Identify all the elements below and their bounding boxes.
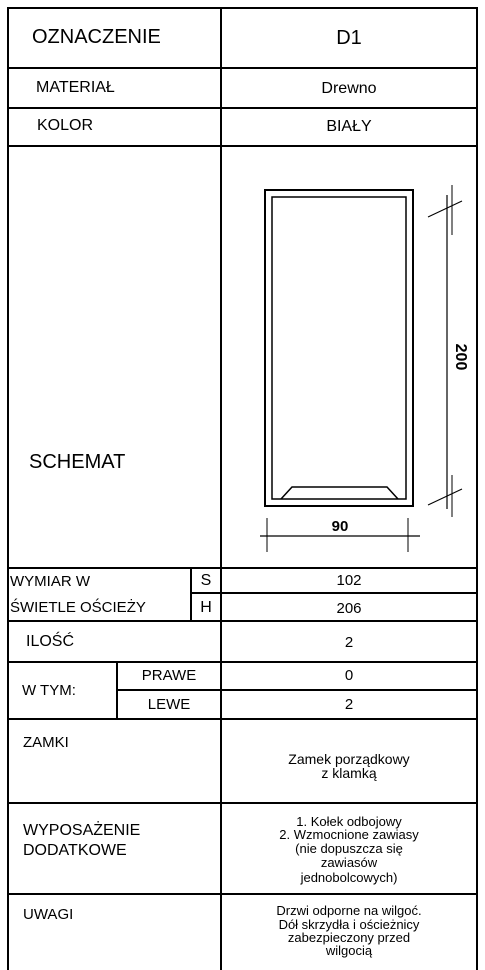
quantity-value: 2 bbox=[344, 634, 354, 651]
schematic-label: SCHEMAT bbox=[29, 451, 126, 473]
left-hand-label: LEWE bbox=[147, 696, 191, 713]
equipment-label-line2: DODATKOWE bbox=[23, 842, 127, 859]
left-hand-value: 2 bbox=[344, 696, 354, 713]
designation-value: D1 bbox=[336, 27, 362, 49]
notes-line-2: Dół skrzydła i ościeżnicy bbox=[278, 917, 420, 932]
locks-value-line2: z klamką bbox=[321, 765, 377, 781]
dimension-height-label: 200 bbox=[452, 344, 469, 371]
notes-line-4: wilgocią bbox=[325, 943, 373, 958]
door-schematic: 200 90 bbox=[260, 185, 469, 552]
equipment-line-3: (nie dopuszcza się bbox=[295, 841, 403, 856]
equipment-line-2: 2. Wzmocnione zawiasy bbox=[279, 827, 419, 842]
quantity-label: ILOŚĆ bbox=[26, 633, 75, 650]
opening-width-label: S bbox=[200, 572, 212, 589]
opening-size-label-line2: ŚWIETLE OŚCIEŻY bbox=[10, 599, 146, 616]
opening-size-label-line1: WYMIAR W bbox=[10, 573, 90, 590]
notes-line-3: zabezpieczony przed bbox=[287, 930, 411, 945]
opening-height-label: H bbox=[200, 599, 212, 616]
locks-label: ZAMKI bbox=[23, 734, 69, 751]
color-value: BIAŁY bbox=[326, 118, 372, 135]
door-frame-inner bbox=[271, 196, 407, 500]
notes-line-1: Drzwi odporne na wilgoć. bbox=[276, 903, 422, 918]
locks-value-line1: Zamek porządkowy bbox=[288, 751, 410, 767]
equipment-label-line1: WYPOSAŻENIE bbox=[23, 822, 141, 839]
door-frame-outer bbox=[264, 189, 414, 507]
opening-width-value: 102 bbox=[336, 572, 362, 589]
material-value: Drewno bbox=[321, 80, 377, 97]
designation-label: OZNACZENIE bbox=[32, 26, 161, 48]
right-hand-label: PRAWE bbox=[141, 667, 197, 684]
of-which-label: W TYM: bbox=[22, 682, 76, 699]
color-label: KOLOR bbox=[37, 117, 94, 134]
equipment-line-5: jednobolcowych) bbox=[300, 870, 398, 885]
right-hand-value: 0 bbox=[344, 667, 354, 684]
dimension-width-label: 90 bbox=[332, 518, 349, 535]
door-threshold bbox=[280, 486, 399, 500]
equipment-line-4: zawiasów bbox=[320, 855, 378, 870]
equipment-line-1: 1. Kołek odbojowy bbox=[296, 814, 402, 829]
material-label: MATERIAŁ bbox=[36, 79, 115, 96]
notes-label: UWAGI bbox=[23, 906, 74, 923]
opening-height-value: 206 bbox=[336, 600, 362, 617]
